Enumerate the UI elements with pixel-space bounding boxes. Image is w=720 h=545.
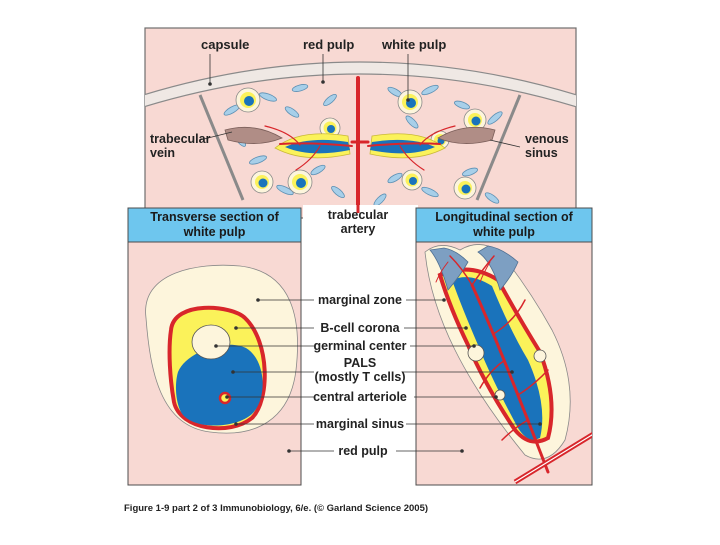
label-white-pulp-top: white pulp [382, 37, 447, 52]
longitudinal-germinal-center-2 [533, 349, 547, 363]
splenic-section-illustration [144, 27, 577, 240]
label-trabecular-artery-1: trabecular [327, 208, 389, 222]
trabecular-vein-right [437, 126, 496, 144]
label-germinal-center: germinal center [313, 339, 407, 353]
label-pals: PALS [343, 356, 377, 370]
longitudinal-germinal-center-1 [467, 344, 485, 362]
pointer-dots [208, 80, 542, 453]
trabecular-vein-left [224, 126, 283, 144]
capsule-band [145, 61, 576, 108]
longitudinal-section-panel [415, 207, 593, 486]
label-pals-mostly-t-cells: (mostly T cells) [314, 370, 406, 384]
top-leader-lines [199, 54, 521, 148]
label-venous-sinus-2: sinus [525, 146, 558, 160]
label-gap [303, 205, 418, 240]
transverse-title-2: white pulp [183, 225, 246, 239]
label-marginal-sinus: marginal sinus [315, 417, 405, 431]
label-venous-sinus-1: venous [525, 132, 569, 146]
label-red-pulp-top: red pulp [303, 37, 355, 52]
longitudinal-title-1: Longitudinal section of [435, 210, 573, 224]
trabecula-right [475, 94, 522, 201]
transverse-pals [175, 344, 263, 426]
label-capsule: capsule [201, 37, 250, 52]
label-central-arteriole: central arteriole [313, 390, 407, 404]
label-trabecular-vein-1: trabecular [150, 132, 211, 146]
label-trabecular-vein-2: vein [150, 146, 176, 160]
transverse-section-panel [127, 207, 302, 486]
longitudinal-header [415, 207, 593, 243]
pointer-lines [216, 299, 540, 452]
longitudinal-sinus-right [477, 245, 519, 291]
transverse-germinal-center [191, 324, 231, 360]
label-b-cell-corona: B-cell corona [320, 321, 400, 335]
white-pulp-nodules [235, 87, 487, 200]
transverse-title-1: Transverse section of [150, 210, 279, 224]
longitudinal-sinus-left [429, 247, 469, 291]
transverse-central-arteriole [218, 391, 232, 405]
splenic-arteries [264, 76, 456, 207]
figure-caption: Figure 1-9 part 2 of 3 Immunobiology, 6/… [124, 503, 429, 514]
longitudinal-title-2: white pulp [473, 225, 535, 239]
label-red-pulp-bottom: red pulp [338, 444, 388, 458]
label-trabecular-artery-2: artery [340, 222, 376, 236]
trabecula-left [198, 94, 245, 201]
label-marginal-zone: marginal zone [317, 293, 403, 307]
